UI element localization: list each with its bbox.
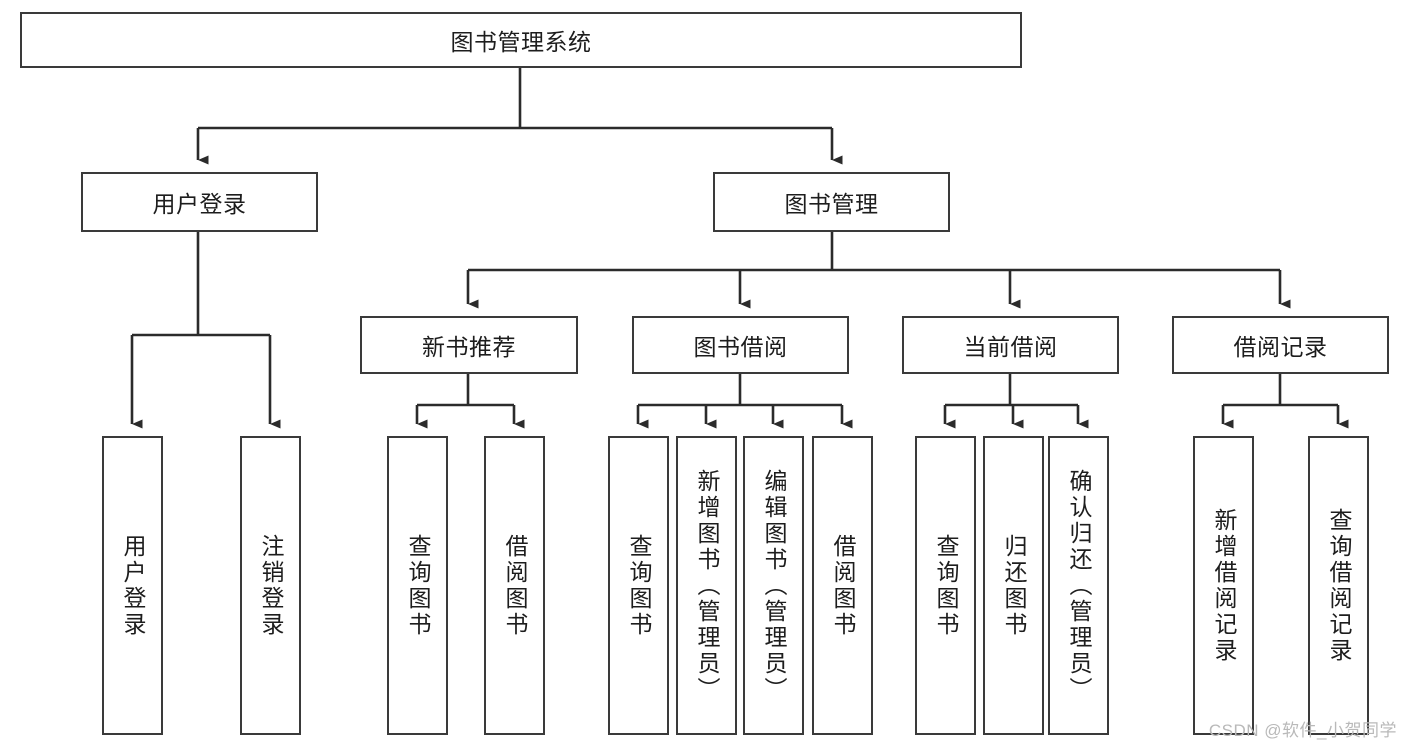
node-label: 用户登录 (120, 533, 146, 638)
node-label: 注销登录 (258, 533, 284, 638)
node-label: 查询图书 (933, 533, 959, 638)
node-label: 编辑图书（管理员） (761, 468, 787, 703)
node-label: 图书借阅 (693, 334, 788, 360)
node-new-book-recommend[interactable]: 新书推荐 (360, 316, 578, 374)
node-label: 查询借阅记录 (1326, 507, 1352, 664)
node-label: 新书推荐 (422, 334, 516, 360)
node-label: 图书管理 (784, 191, 879, 217)
node-root-book-management-system[interactable]: 图书管理系统 (20, 12, 1022, 68)
node-label: 借阅图书 (502, 533, 528, 638)
node-borrow-record[interactable]: 借阅记录 (1172, 316, 1389, 374)
leaf-recommend-borrow-book[interactable]: 借阅图书 (484, 436, 545, 735)
node-label: 当前借阅 (963, 334, 1058, 360)
leaf-borrow-edit-book-admin[interactable]: 编辑图书（管理员） (743, 436, 804, 735)
node-user-login[interactable]: 用户登录 (81, 172, 318, 232)
leaf-borrow-query-book[interactable]: 查询图书 (608, 436, 669, 735)
node-label: 借阅图书 (830, 533, 856, 638)
node-label: 新增图书（管理员） (694, 468, 720, 703)
leaf-recommend-query-book[interactable]: 查询图书 (387, 436, 448, 735)
leaf-user-login[interactable]: 用户登录 (102, 436, 163, 735)
node-current-borrow[interactable]: 当前借阅 (902, 316, 1119, 374)
node-label: 确认归还（管理员） (1066, 468, 1092, 703)
node-label: 图书管理系统 (450, 29, 592, 55)
node-book-management[interactable]: 图书管理 (713, 172, 950, 232)
leaf-record-query-borrow-record[interactable]: 查询借阅记录 (1308, 436, 1369, 735)
node-label: 查询图书 (626, 533, 652, 638)
leaf-borrow-add-book-admin[interactable]: 新增图书（管理员） (676, 436, 737, 735)
node-label: 借阅记录 (1233, 334, 1328, 360)
leaf-user-logout[interactable]: 注销登录 (240, 436, 301, 735)
node-label: 查询图书 (405, 533, 431, 638)
leaf-current-return-book[interactable]: 归还图书 (983, 436, 1044, 735)
node-label: 归还图书 (1001, 533, 1027, 638)
watermark-text: CSDN @软件_小贺同学 (1208, 721, 1397, 740)
leaf-current-confirm-return-admin[interactable]: 确认归还（管理员） (1048, 436, 1109, 735)
node-book-borrow[interactable]: 图书借阅 (632, 316, 849, 374)
leaf-borrow-borrow-book[interactable]: 借阅图书 (812, 436, 873, 735)
node-label: 新增借阅记录 (1211, 507, 1237, 664)
leaf-record-add-borrow-record[interactable]: 新增借阅记录 (1193, 436, 1254, 735)
leaf-current-query-book[interactable]: 查询图书 (915, 436, 976, 735)
node-label: 用户登录 (152, 191, 247, 217)
